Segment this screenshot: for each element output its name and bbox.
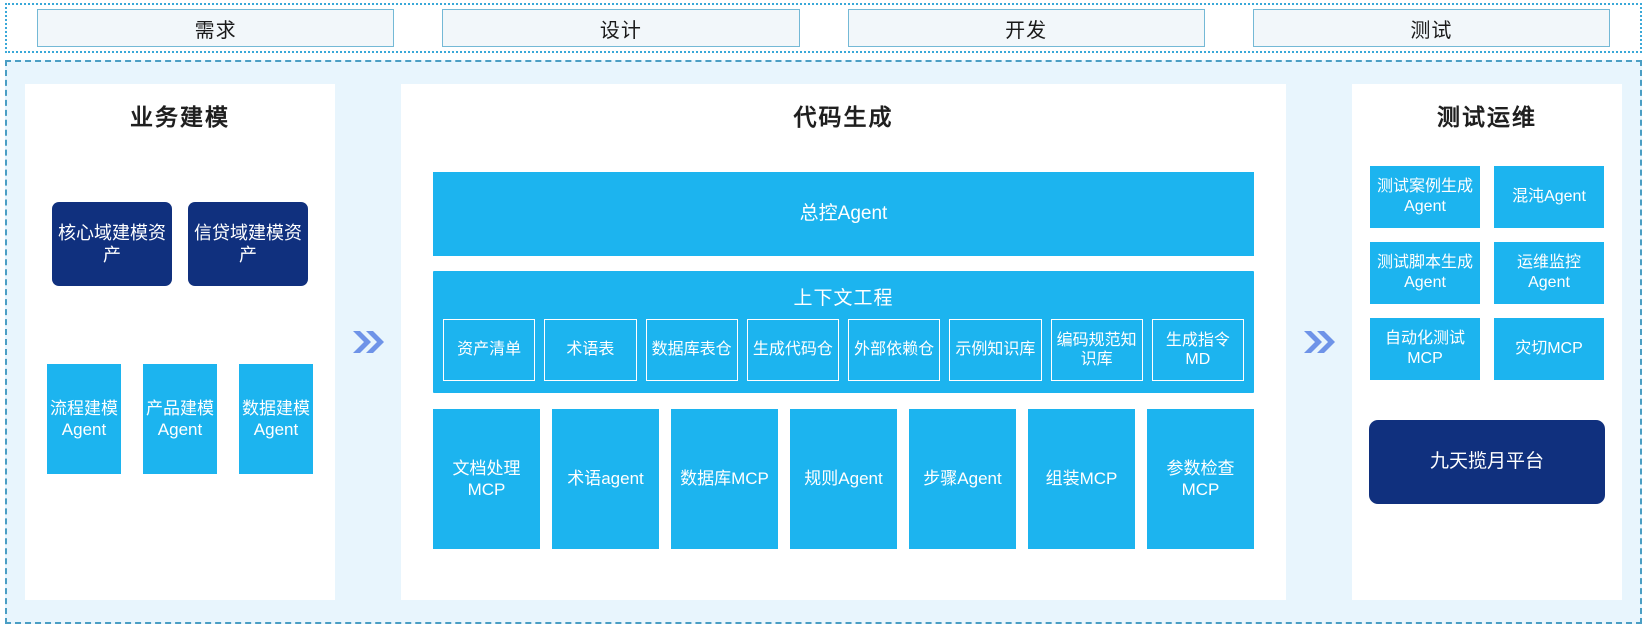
chaos-agent[interactable]: 混沌Agent (1494, 166, 1604, 228)
tool-document-processing-mcp[interactable]: 文档处理MCP (433, 409, 540, 549)
test-script-generation-agent[interactable]: 测试脚本生成Agent (1370, 242, 1480, 304)
double-chevron-right-icon (1302, 327, 1336, 357)
stage-bar: 需求 设计 开发 测试 (5, 3, 1642, 53)
domain-asset-row: 核心域建模资产 信贷域建模资产 (52, 202, 308, 286)
modeling-agent-row: 流程建模Agent 产品建模Agent 数据建模Agent (47, 364, 313, 474)
box-label: 产品建模Agent (146, 398, 214, 439)
box-label: 测试脚本生成Agent (1376, 254, 1473, 291)
box-label: 生成指令MD (1165, 331, 1230, 368)
context-item-example-knowledge-base[interactable]: 示例知识库 (949, 319, 1042, 381)
tool-parameter-check-mcp[interactable]: 参数检查MCP (1147, 409, 1254, 549)
disaster-switch-mcp[interactable]: 灾切MCP (1494, 318, 1604, 380)
box-label: 步骤Agent (923, 469, 1002, 489)
tool-row: 文档处理MCP 术语agent 数据库MCP 规则Agent 步骤Agent (433, 409, 1254, 549)
box-label: 信贷域建模资产 (194, 222, 302, 266)
tool-step-agent[interactable]: 步骤Agent (909, 409, 1016, 549)
ops-monitoring-agent[interactable]: 运维监控Agent (1494, 242, 1604, 304)
tool-rule-agent[interactable]: 规则Agent (790, 409, 897, 549)
box-label: 数据库表仓 (651, 341, 732, 359)
jiutian-lanyue-platform-box[interactable]: 九天揽月平台 (1369, 420, 1605, 504)
context-item-generated-code-repo[interactable]: 生成代码仓 (746, 319, 839, 381)
stage-tab-label: 设计 (599, 19, 642, 42)
tool-assembly-mcp[interactable]: 组装MCP (1028, 409, 1135, 549)
panel-test-operations: 测试运维 测试案例生成Agent 混沌Agent 测试脚本生成Agent 运维监… (1352, 84, 1622, 600)
box-label: 灾切MCP (1515, 340, 1583, 357)
box-label: 资产清单 (457, 341, 522, 359)
box-label: 术语agent (567, 469, 644, 489)
main-content-area: 业务建模 核心域建模资产 信贷域建模资产 流程建模Agent 产品建模Agent… (5, 60, 1642, 624)
stage-tab-testing[interactable]: 测试 (1252, 9, 1610, 47)
box-label: 生成代码仓 (752, 341, 833, 359)
agent-product-modeling[interactable]: 产品建模Agent (143, 364, 217, 474)
panel-title: 测试运维 (1437, 104, 1537, 130)
test-case-generation-agent[interactable]: 测试案例生成Agent (1370, 166, 1480, 228)
box-label: 运维监控Agent (1516, 254, 1581, 291)
context-item-external-dependency-repo[interactable]: 外部依赖仓 (848, 319, 941, 381)
context-item-asset-inventory[interactable]: 资产清单 (443, 319, 536, 381)
stage-tab-label: 测试 (1410, 19, 1453, 42)
box-label: 混沌Agent (1512, 188, 1586, 205)
test-ops-grid: 测试案例生成Agent 混沌Agent 测试脚本生成Agent 运维监控Agen… (1370, 166, 1604, 380)
stage-tab-design[interactable]: 设计 (442, 9, 800, 47)
panel-code-generation: 代码生成 总控Agent 上下文工程 资产清单 术语表 (401, 84, 1286, 600)
box-label: 编码规范知识库 (1056, 331, 1137, 368)
box-label: 外部依赖仓 (854, 341, 935, 359)
box-label: 数据库MCP (680, 469, 769, 489)
tool-glossary-agent[interactable]: 术语agent (552, 409, 659, 549)
stage-tab-label: 需求 (194, 19, 237, 42)
box-label: 文档处理MCP (452, 458, 521, 499)
context-engineering-title: 上下文工程 (793, 288, 894, 309)
panel-title: 业务建模 (130, 104, 230, 130)
box-label: 流程建模Agent (50, 398, 118, 439)
box-label: 术语表 (566, 341, 615, 359)
stage-tab-label: 开发 (1005, 19, 1048, 42)
context-item-db-table-repo[interactable]: 数据库表仓 (645, 319, 738, 381)
domain-asset-credit[interactable]: 信贷域建模资产 (188, 202, 308, 286)
context-engineering-items: 资产清单 术语表 数据库表仓 生成代码仓 外部依赖仓 (443, 319, 1244, 381)
stage-tab-requirements[interactable]: 需求 (37, 9, 395, 47)
flow-separator-left (335, 84, 401, 600)
box-label: 数据建模Agent (242, 398, 310, 439)
stage-tab-development[interactable]: 开发 (847, 9, 1205, 47)
code-generation-body: 总控Agent 上下文工程 资产清单 术语表 数据库表仓 (413, 136, 1274, 549)
box-label: 九天揽月平台 (1429, 451, 1544, 473)
box-label: 示例知识库 (955, 341, 1036, 359)
agent-data-modeling[interactable]: 数据建模Agent (239, 364, 313, 474)
panel-title: 代码生成 (793, 104, 894, 130)
context-item-generation-instruction-md[interactable]: 生成指令MD (1151, 319, 1244, 381)
box-label: 自动化测试MCP (1384, 330, 1465, 367)
context-item-coding-standard-knowledge-base[interactable]: 编码规范知识库 (1050, 319, 1143, 381)
double-chevron-right-icon (351, 327, 385, 357)
panel-business-modeling: 业务建模 核心域建模资产 信贷域建模资产 流程建模Agent 产品建模Agent… (25, 84, 335, 600)
context-engineering-block: 上下文工程 资产清单 术语表 数据库表仓 生成代码仓 (433, 271, 1254, 393)
domain-asset-core[interactable]: 核心域建模资产 (52, 202, 172, 286)
context-item-glossary[interactable]: 术语表 (544, 319, 637, 381)
box-label: 参数检查MCP (1166, 458, 1235, 499)
tool-database-mcp[interactable]: 数据库MCP (671, 409, 778, 549)
flow-separator-right (1286, 84, 1352, 600)
automated-testing-mcp[interactable]: 自动化测试MCP (1370, 318, 1480, 380)
box-label: 总控Agent (799, 203, 888, 225)
box-label: 测试案例生成Agent (1376, 178, 1473, 215)
box-label: 规则Agent (804, 469, 883, 489)
agent-process-modeling[interactable]: 流程建模Agent (47, 364, 121, 474)
master-agent-box[interactable]: 总控Agent (433, 172, 1254, 256)
box-label: 组装MCP (1045, 469, 1118, 489)
box-label: 核心域建模资产 (58, 222, 166, 266)
